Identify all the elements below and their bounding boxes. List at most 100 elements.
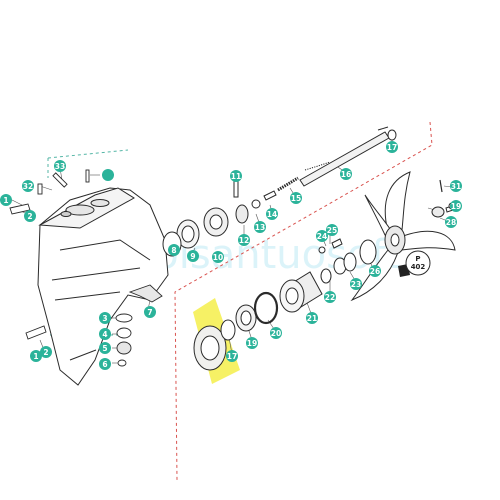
svg-text:32: 32	[23, 182, 33, 191]
svg-text:20: 20	[271, 329, 281, 338]
svg-text:26: 26	[370, 267, 380, 276]
washer-27-inner	[343, 252, 357, 272]
tag-prefix: P	[415, 255, 420, 263]
washer-25	[318, 246, 326, 254]
svg-text:28: 28	[446, 218, 456, 227]
callout-5: 5	[99, 342, 111, 354]
callout-2-top: 2	[24, 210, 36, 222]
svg-text:3: 3	[102, 314, 107, 323]
callout-29: 30	[0, 0, 10, 2]
bolt-left-bottom	[25, 325, 47, 340]
tag-number: 402	[411, 263, 426, 271]
callout-28: 28	[445, 216, 457, 228]
callout-20-left: 19	[246, 337, 258, 349]
callout-10: 10	[212, 251, 224, 263]
small-housing-parts	[9, 169, 163, 367]
svg-text:16: 16	[341, 170, 351, 179]
svg-text:13: 13	[255, 223, 265, 232]
spring-15	[277, 176, 299, 192]
svg-text:7: 7	[147, 308, 152, 317]
callout-24: 23	[350, 278, 362, 290]
pin-14	[263, 190, 277, 201]
callout-25: 24	[316, 230, 328, 242]
callout-27: 26	[369, 265, 381, 277]
callout-31: 32	[22, 180, 34, 192]
callout-11: 11	[230, 170, 242, 182]
shaft-assembly	[162, 126, 397, 257]
svg-text:11: 11	[231, 172, 241, 181]
svg-text:33: 33	[55, 162, 65, 171]
svg-text:12: 12	[239, 236, 249, 245]
svg-text:22: 22	[325, 293, 335, 302]
callout-32: 33	[54, 160, 66, 172]
svg-text:2: 2	[27, 212, 32, 221]
svg-text:14: 14	[267, 210, 277, 219]
svg-text:19: 19	[247, 339, 257, 348]
callout-23: 22	[324, 291, 336, 303]
svg-text:23: 23	[351, 280, 361, 289]
svg-text:6: 6	[102, 360, 107, 369]
callout-21: 20	[270, 327, 282, 339]
svg-text:25: 25	[327, 226, 337, 235]
pin-31	[37, 183, 43, 195]
svg-text:15: 15	[291, 194, 301, 203]
bolt-26	[331, 238, 343, 249]
guide-lines	[47, 121, 433, 481]
callout-6: 6	[99, 358, 111, 370]
callout-7: 7	[144, 306, 156, 318]
callout-16: 16	[340, 168, 352, 180]
callout-4: 4	[99, 328, 111, 340]
callout-26: 25	[326, 224, 338, 236]
svg-text:1: 1	[33, 352, 38, 361]
callout-3: 3	[99, 312, 111, 324]
svg-text:24: 24	[317, 232, 327, 241]
svg-text:21: 21	[307, 314, 317, 323]
carrier-assembly	[193, 238, 377, 371]
screw-6	[117, 359, 127, 367]
callout-1-bottom: 1	[30, 350, 42, 362]
propeller	[350, 171, 456, 302]
svg-text:19: 19	[451, 202, 461, 211]
clutch-12	[235, 204, 249, 224]
svg-text:10: 10	[213, 253, 223, 262]
callout-1-top: 1	[0, 194, 12, 206]
seal-3	[115, 313, 133, 323]
svg-text:17: 17	[387, 143, 397, 152]
svg-text:9: 9	[190, 252, 195, 261]
washer-27	[359, 239, 377, 265]
washer-13	[251, 199, 261, 209]
svg-text:5: 5	[102, 344, 107, 353]
svg-text:8: 8	[171, 246, 176, 255]
callout-15: 15	[290, 192, 302, 204]
callout-30: 31	[450, 180, 462, 192]
svg-text:1: 1	[3, 196, 8, 205]
callout-20-right: 19	[450, 200, 462, 212]
callout-22: 21	[306, 312, 318, 324]
tag-circle	[405, 250, 431, 276]
callout-2-bottom: 2	[40, 346, 52, 358]
svg-text:31: 31	[451, 182, 461, 191]
anode-7	[128, 284, 163, 303]
ring-17	[387, 129, 397, 141]
callout-33	[102, 169, 114, 181]
svg-text:17: 17	[227, 352, 237, 361]
callout-12: 12	[238, 234, 250, 246]
nut-5	[116, 341, 132, 355]
washer-4	[116, 327, 132, 339]
bearing-23	[320, 268, 332, 284]
callout-14: 14	[266, 208, 278, 220]
gear-case-housing	[37, 187, 169, 386]
callout-13: 13	[254, 221, 266, 233]
cotter-pin-30	[439, 179, 443, 193]
nut-28	[431, 206, 445, 218]
teal-dashed-top	[47, 149, 129, 159]
svg-text:4: 4	[102, 330, 107, 339]
pin-33	[85, 169, 90, 183]
callout-8: 8	[168, 244, 180, 256]
callout-17: 17	[386, 141, 398, 153]
callout-9: 9	[187, 250, 199, 262]
pin-32	[52, 172, 68, 188]
o-ring-21	[253, 291, 279, 325]
